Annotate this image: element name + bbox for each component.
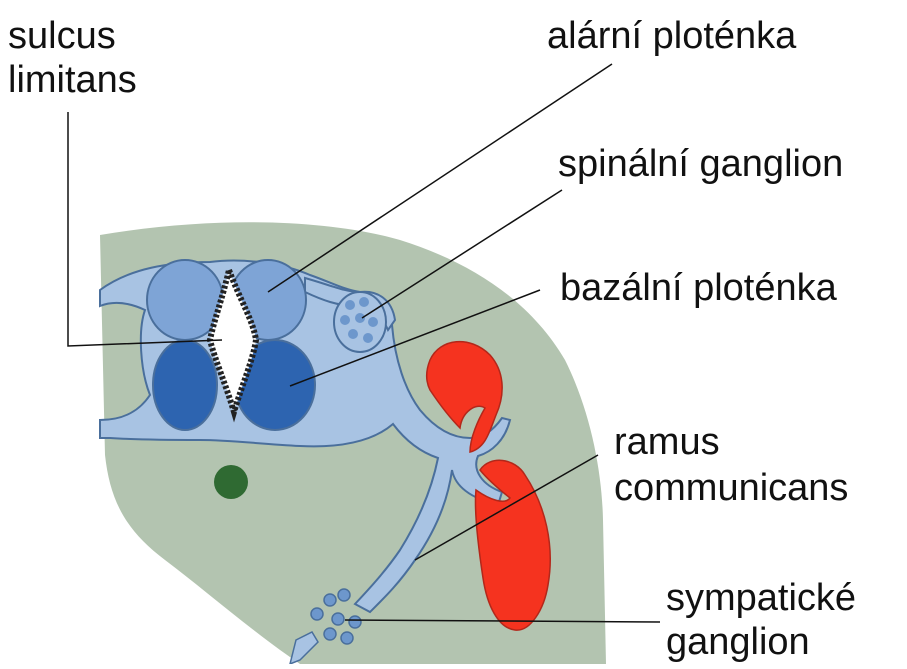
label-alar-plate: alární ploténka	[547, 14, 796, 58]
label-spinal-ganglion: spinální ganglion	[558, 142, 843, 186]
label-ramus-communicans-line2: communicans	[614, 466, 848, 510]
alar-plate-left	[147, 260, 223, 340]
notochord	[214, 465, 248, 499]
label-basal-plate: bazální ploténka	[560, 266, 837, 310]
label-sulcus-limitans-line1: sulcus	[8, 14, 116, 58]
label-sympathetic-ganglion-line2: ganglion	[666, 620, 810, 664]
label-sulcus-limitans-line2: limitans	[8, 58, 137, 102]
label-ramus-communicans-line1: ramus	[614, 420, 720, 464]
label-sympathetic-ganglion-line1: sympatické	[666, 576, 856, 620]
basal-plate-left	[153, 340, 217, 430]
